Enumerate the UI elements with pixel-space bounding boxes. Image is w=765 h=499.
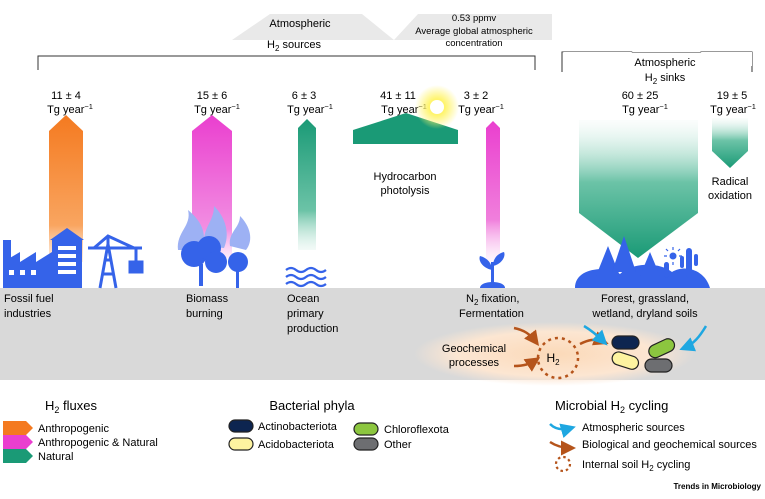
atmos-arrow-right	[679, 325, 708, 352]
label-soils-1: Forest, grassland,	[601, 293, 689, 305]
internal-cycle-icon	[536, 336, 580, 380]
legend-swatch-mixed	[3, 435, 33, 449]
legend-swatch-anthropogenic	[3, 421, 33, 435]
flux-value-ocean: 6 ± 3	[292, 90, 316, 102]
flux-unit-radical: Tg year−1	[710, 102, 756, 116]
legend-swatch-actinobacteriota	[228, 419, 254, 433]
sources-bracket	[37, 55, 536, 70]
label-ocean-3: production	[287, 323, 338, 335]
flux-value-hydrocarbon: 41 ± 11	[380, 90, 416, 102]
label-hydrocarbon-1: Hydrocarbon	[374, 171, 437, 183]
conc-line2: concentration	[445, 38, 502, 49]
label-n2fix-1: N2 fixation,	[466, 293, 519, 307]
legend-swatch-chloroflexota	[353, 422, 379, 436]
geochemical-label-1: Geochemical	[442, 343, 506, 355]
legend-phyla-title: Bacterial phyla	[269, 398, 355, 413]
flux-unit-fossil: Tg year−1	[47, 102, 93, 116]
landscape-icon	[575, 236, 710, 288]
legend-flux-items: Anthropogenic Anthropogenic & Natural Na…	[3, 421, 158, 463]
geochemical-label-2: processes	[449, 357, 500, 369]
flux-value-biomass: 15 ± 6	[197, 90, 228, 102]
bacterium-other	[644, 358, 673, 373]
label-soils-2: wetland, dryland soils	[591, 308, 698, 320]
legend-fluxes-title: H2 fluxes	[45, 398, 97, 415]
flux-arrow-radical	[712, 118, 748, 168]
legend-icon-bio-geo	[549, 440, 576, 456]
flux-arrow-n2fix	[486, 121, 500, 262]
legend-label-other: Other	[384, 439, 412, 451]
legend-label-actinobacteriota: Actinobacteriota	[258, 421, 338, 433]
fire-trees-icon	[177, 206, 251, 288]
flux-value-radical: 19 ± 5	[717, 90, 748, 102]
header-banner	[232, 14, 552, 40]
sources-title-line2: H2 sources	[267, 39, 321, 53]
legend-swatch-natural	[3, 449, 33, 463]
label-fossil-1: Fossil fuel	[4, 293, 54, 305]
flux-value-soils: 60 ± 25	[622, 90, 659, 102]
flux-arrow-ocean	[298, 119, 316, 250]
legend-label-internal-cycle: Internal soil H2 cycling	[582, 459, 690, 473]
legend-label-acidobacteriota: Acidobacteriota	[258, 439, 335, 451]
flux-arrow-fossil	[49, 115, 83, 262]
flux-arrow-hydrocarbon	[353, 113, 458, 144]
label-ocean-1: Ocean	[287, 293, 319, 305]
bio-source-arrow	[513, 326, 540, 346]
legend-cycling-title: Microbial H2 cycling	[555, 398, 668, 415]
legend-swatch-other	[353, 437, 379, 451]
bacterium-acidobacteriota	[611, 351, 640, 370]
label-biomass-1: Biomass	[186, 293, 229, 305]
crane-icon	[88, 234, 144, 289]
label-biomass-2: burning	[186, 308, 223, 320]
legend-swatch-acidobacteriota	[228, 437, 254, 451]
label-radical-2: oxidation	[708, 190, 752, 202]
bacterium-actinobacteriota	[611, 335, 640, 350]
legend-label-mixed: Anthropogenic & Natural	[38, 437, 158, 449]
sinks-title-line2: H2 sinks	[645, 72, 686, 86]
flux-value-fossil: 11 ± 4	[51, 90, 81, 102]
geo-source-arrow	[513, 357, 541, 372]
label-ocean-2: primary	[287, 308, 324, 320]
h2-label: H2	[546, 351, 560, 367]
bacterium-chloroflexota	[648, 338, 676, 359]
waves-icon	[285, 266, 327, 288]
legend-icon-atmospheric	[549, 423, 576, 438]
label-n2fix-2: Fermentation	[459, 308, 524, 320]
legend-icon-internal-cycle	[554, 455, 572, 473]
sun-small-icon	[664, 247, 682, 265]
flux-unit-ocean: Tg year−1	[287, 102, 333, 116]
flux-unit-soils: Tg year−1	[622, 102, 668, 116]
flux-unit-biomass: Tg year−1	[194, 102, 240, 116]
conc-value: 0.53 ppmv	[452, 13, 497, 24]
flux-value-n2fix: 3 ± 2	[464, 90, 488, 102]
legend-label-chloroflexota: Chloroflexota	[384, 424, 450, 436]
conc-line1: Average global atmospheric	[415, 26, 533, 37]
label-radical-1: Radical	[712, 176, 749, 188]
label-hydrocarbon-2: photolysis	[381, 185, 430, 197]
legend-label-anthropogenic: Anthropogenic	[38, 423, 109, 435]
sources-title-line1: Atmospheric	[269, 18, 331, 30]
legend-label-atmospheric: Atmospheric sources	[582, 422, 685, 434]
atmos-arrow-left	[583, 324, 608, 346]
label-fossil-2: industries	[4, 308, 52, 320]
flux-unit-n2fix: Tg year−1	[458, 102, 504, 116]
journal-credit: Trends in Microbiology	[673, 482, 761, 491]
legend-label-bio-geo: Biological and geochemical sources	[582, 439, 757, 451]
factory-icon	[3, 228, 84, 288]
legend-label-natural: Natural	[38, 451, 73, 463]
sprout-icon	[479, 252, 505, 288]
flux-arrow-soils	[579, 120, 698, 258]
sinks-title-line1: Atmospheric	[634, 57, 696, 69]
